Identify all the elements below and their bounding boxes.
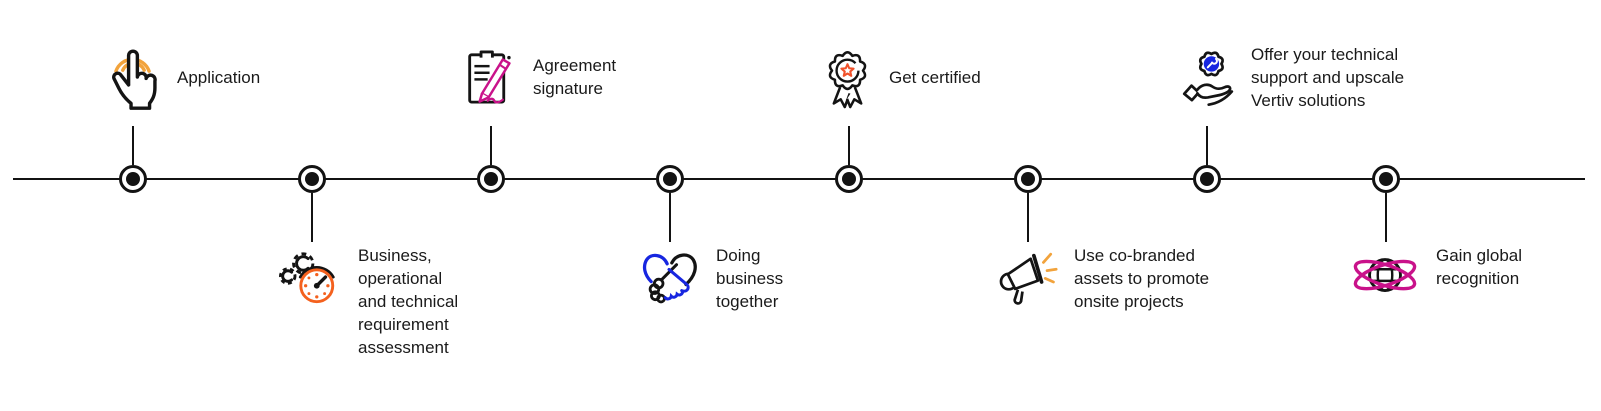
handshake-icon xyxy=(638,248,700,304)
timeline-line xyxy=(13,178,1585,180)
connector xyxy=(490,126,492,165)
step-global-recognition: Gain global recognition xyxy=(1350,242,1522,306)
step-label: Application xyxy=(177,67,261,87)
connector xyxy=(848,126,850,165)
step-label: Use co-branded assets to promote onsite … xyxy=(1074,246,1210,311)
step-doing-business: Doing business together xyxy=(638,242,783,313)
step-label: Gain global recognition xyxy=(1436,246,1523,288)
step-offer-support: Offer your technical support and upscale… xyxy=(1177,36,1404,118)
connector xyxy=(311,193,313,242)
connector xyxy=(1206,126,1208,165)
timeline-node xyxy=(1193,165,1221,193)
timeline-node xyxy=(119,165,147,193)
megaphone-icon xyxy=(996,248,1058,306)
hand-gear-icon xyxy=(1177,42,1235,113)
certified-badge-icon xyxy=(822,45,873,109)
step-application: Application xyxy=(104,36,260,118)
connector xyxy=(669,193,671,242)
timeline-node xyxy=(298,165,326,193)
connector xyxy=(132,126,134,165)
globe-orbit-icon xyxy=(1350,248,1420,306)
timeline-node xyxy=(835,165,863,193)
gears-gauge-icon xyxy=(278,248,342,308)
timeline-node xyxy=(1014,165,1042,193)
step-label: Offer your technical support and upscale… xyxy=(1251,44,1405,110)
agreement-signature-icon xyxy=(464,47,517,108)
timeline-node xyxy=(656,165,684,193)
step-agreement-signature: Agreement signature xyxy=(464,36,616,118)
step-label: Business, operational and technical requ… xyxy=(358,246,459,357)
step-get-certified: Get certified xyxy=(822,36,981,118)
connector xyxy=(1027,193,1029,242)
step-label: Doing business together xyxy=(716,246,784,311)
tap-icon xyxy=(104,38,161,116)
step-cobranded-assets: Use co-branded assets to promote onsite … xyxy=(996,242,1209,313)
step-label: Agreement signature xyxy=(533,56,617,98)
connector xyxy=(1385,193,1387,242)
timeline-node xyxy=(1372,165,1400,193)
timeline-node xyxy=(477,165,505,193)
step-assessment: Business, operational and technical requ… xyxy=(278,242,458,359)
step-label: Get certified xyxy=(889,67,981,87)
